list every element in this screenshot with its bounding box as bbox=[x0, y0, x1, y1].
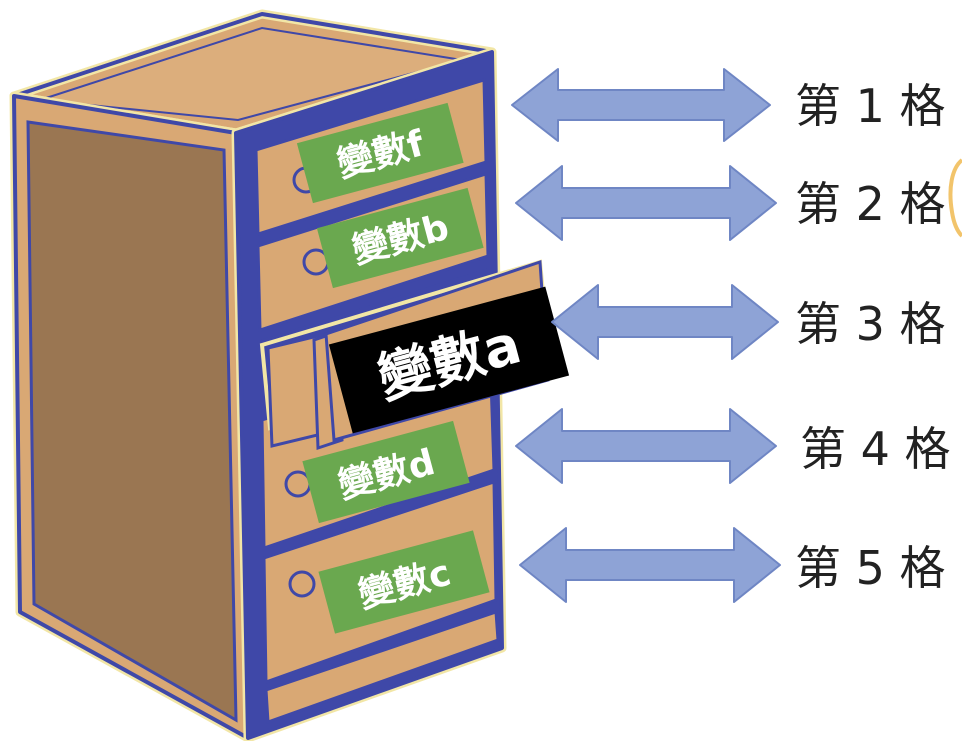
slot-label-2: 第 2 格 bbox=[795, 177, 946, 231]
slot-label-5: 第 5 格 bbox=[795, 541, 946, 595]
slot-label-3: 第 3 格 bbox=[795, 297, 946, 351]
cabinet-base bbox=[264, 609, 500, 725]
arrow-slot-3 bbox=[551, 284, 779, 360]
drawer-5-handle bbox=[288, 570, 316, 598]
tag-variable-f: 變數f bbox=[296, 102, 464, 204]
arrow-slot-1 bbox=[511, 68, 771, 142]
arrow-slot-2 bbox=[515, 165, 777, 241]
slot-label-1: 第 1 格 bbox=[795, 79, 946, 133]
slot-label-4: 第 4 格 bbox=[800, 422, 951, 476]
arrow-slot-5 bbox=[519, 527, 781, 603]
tag-variable-c: 變數c bbox=[318, 530, 490, 634]
arrow-slot-4 bbox=[515, 408, 777, 484]
edge-marker bbox=[948, 158, 962, 238]
